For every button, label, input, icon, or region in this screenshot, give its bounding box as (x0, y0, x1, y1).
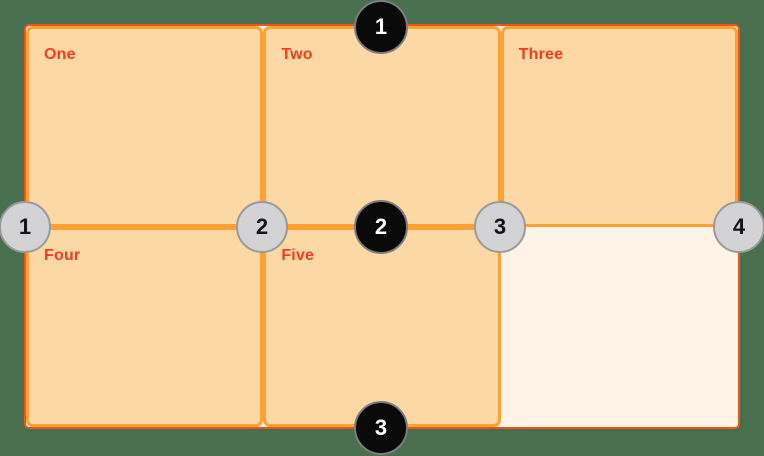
grid-cell-five: Five (263, 226, 501, 427)
grid-cell-three: Three (500, 26, 738, 227)
row-line-number-3: 3 (374, 415, 388, 440)
column-line-number-3: 3 (493, 214, 507, 239)
cell-label-one: One (44, 46, 76, 63)
grid-container: One Two Three Four Five (24, 24, 740, 429)
row-line-marker-3: 3 (354, 401, 408, 455)
grid-cell-one: One (26, 26, 264, 227)
row-line-marker-2: 2 (354, 200, 408, 254)
column-line-marker-2: 2 (236, 201, 288, 253)
grid-cell-four: Four (26, 226, 264, 427)
column-line-marker-1: 1 (0, 201, 51, 253)
empty-grid-area (501, 227, 738, 428)
cell-label-three: Three (518, 46, 564, 63)
grid-cell-two: Two (263, 26, 501, 227)
column-line-marker-4: 4 (713, 201, 764, 253)
column-line-marker-3: 3 (474, 201, 526, 253)
row-line-number-2: 2 (374, 214, 388, 239)
column-line-number-1: 1 (18, 214, 32, 239)
row-line-number-1: 1 (374, 14, 388, 39)
column-line-number-4: 4 (732, 214, 746, 239)
cell-label-four: Four (44, 246, 81, 264)
column-line-number-2: 2 (255, 214, 269, 239)
cell-label-five: Five (281, 246, 315, 264)
cell-label-two: Two (281, 46, 313, 63)
row-line-marker-1: 1 (354, 0, 408, 54)
